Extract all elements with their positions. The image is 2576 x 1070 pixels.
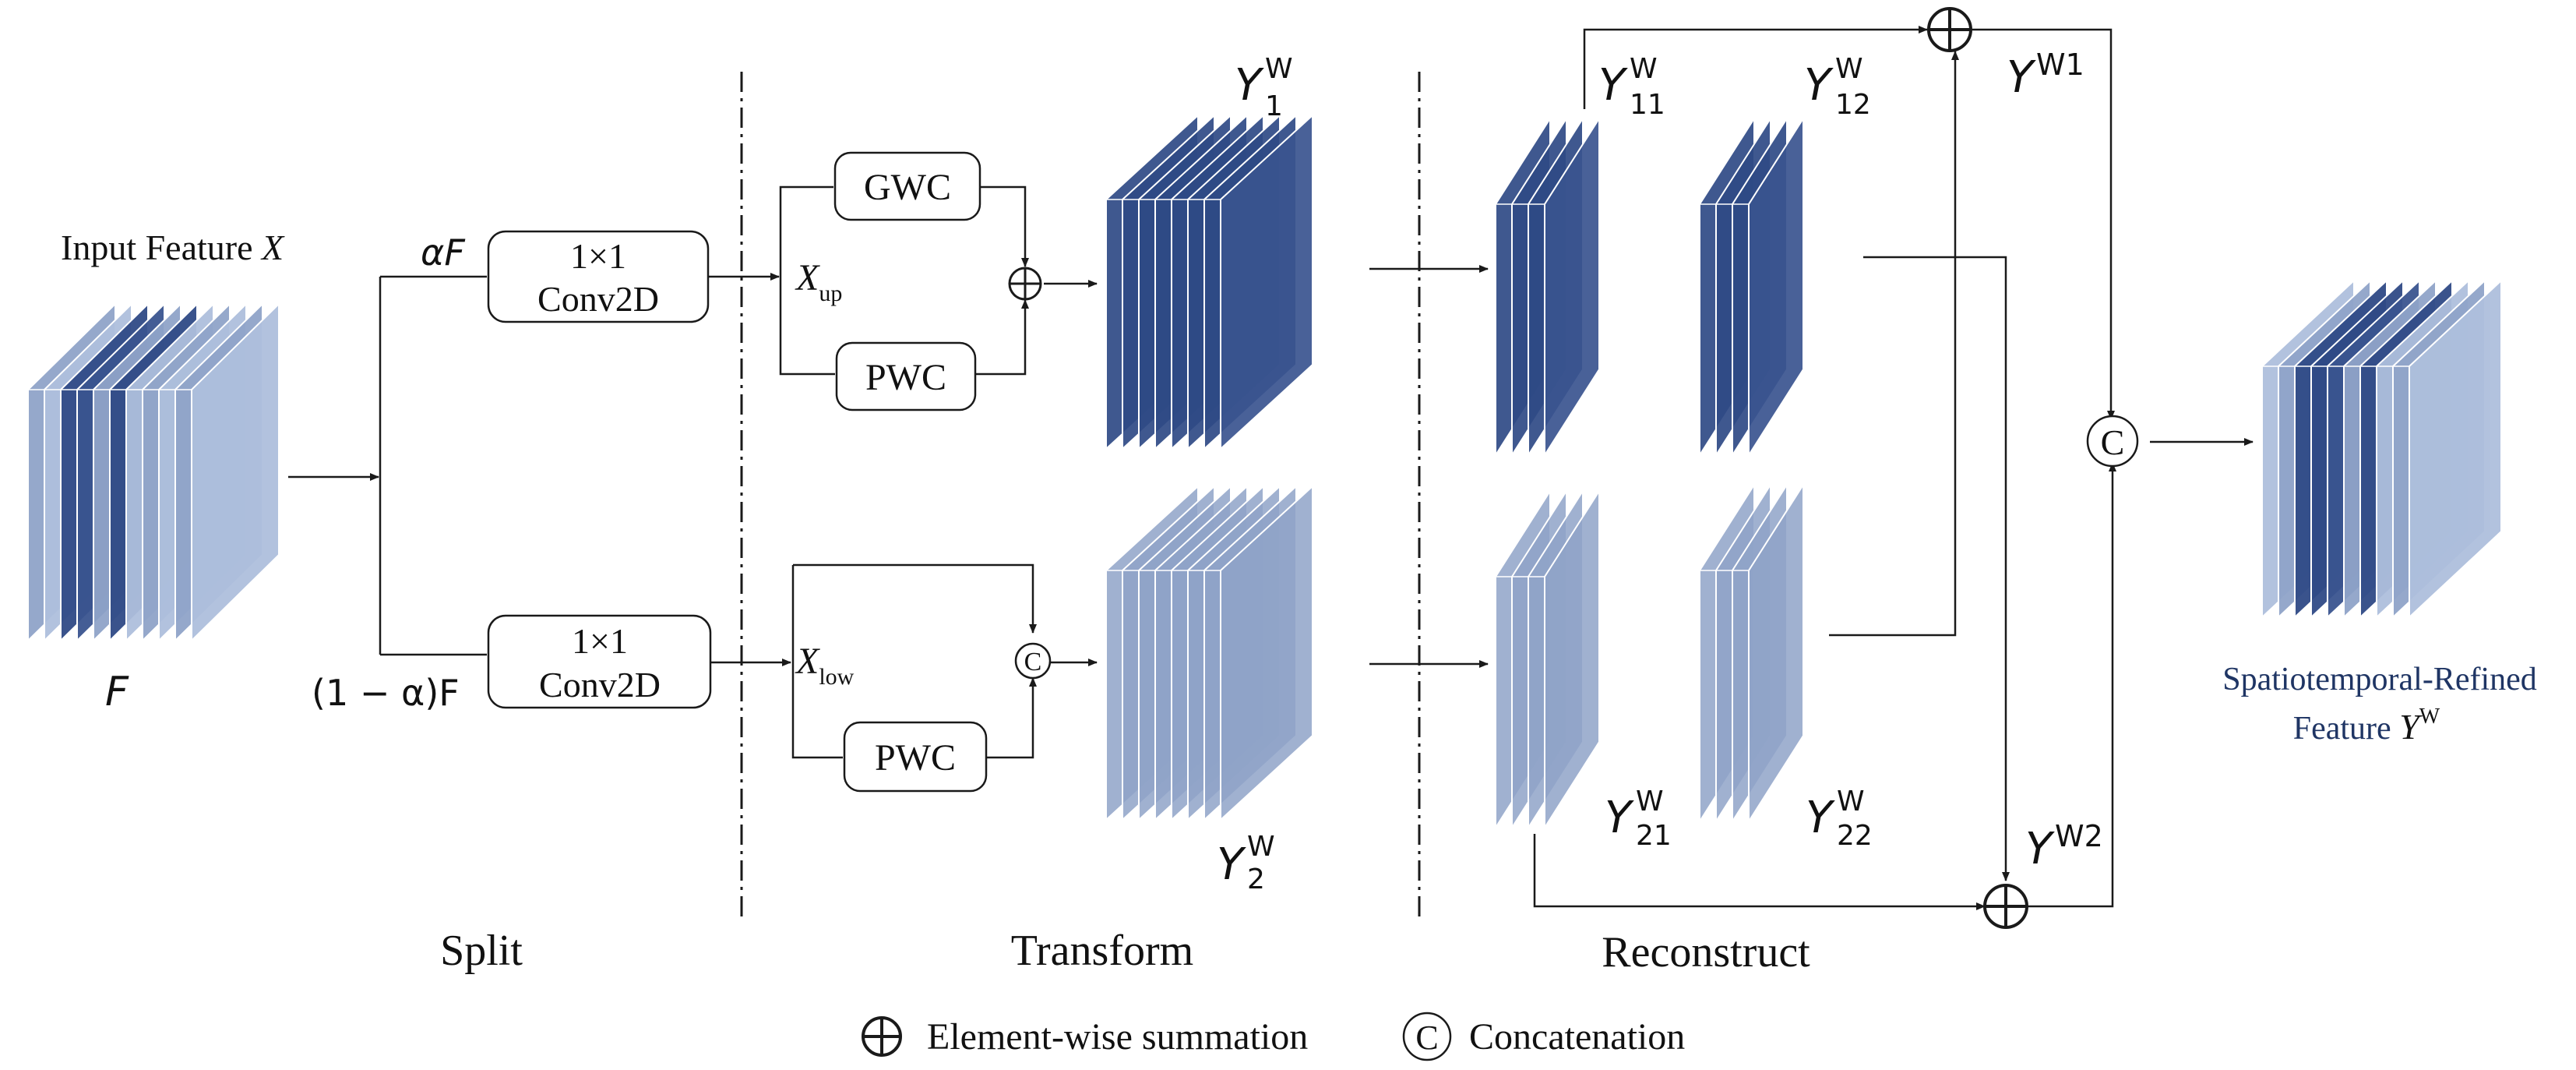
concat-icon: C <box>2086 415 2139 468</box>
x-up-label: Xup <box>795 257 842 306</box>
one-minus-alpha-label: (1 − α)F <box>312 672 460 714</box>
feature-slice-top <box>1494 118 1601 205</box>
section-title-transform: Transform <box>1011 927 1193 975</box>
svg-text:Conv2D: Conv2D <box>537 279 659 319</box>
svg-text:W: W <box>1837 786 1865 818</box>
y2-feature-cube <box>1105 484 1314 822</box>
feature-slice-top <box>26 303 280 390</box>
svg-text:11: 11 <box>1630 89 1665 121</box>
pwc-top-box: PWC <box>835 341 977 411</box>
sum-icon <box>1927 7 1972 52</box>
svg-text:Y: Y <box>1598 60 1628 111</box>
svg-text:12: 12 <box>1835 89 1871 121</box>
svg-text:W: W <box>1636 786 1664 818</box>
svg-text:W: W <box>1630 53 1658 85</box>
svg-text:1×1: 1×1 <box>570 236 626 276</box>
y22-feature-cube <box>1698 482 1805 825</box>
svg-text:W: W <box>1265 53 1293 85</box>
feature-slice-top <box>1698 484 1805 571</box>
svg-text:Y: Y <box>2025 824 2055 874</box>
output-caption-line2: Feature YW <box>2293 705 2440 747</box>
legend-concat-label: Concatenation <box>1469 1016 1685 1058</box>
concat-icon: C <box>1402 1012 1452 1061</box>
gwc-box: GWC <box>833 151 981 221</box>
section-title-split: Split <box>440 927 523 975</box>
svg-text:Y: Y <box>1806 793 1835 843</box>
svg-text:W1: W1 <box>2036 48 2084 82</box>
feature-slice-top <box>1698 118 1805 205</box>
y21-label: Y W 21 <box>1605 786 1672 852</box>
legend: Element-wise summation C Concatenation <box>862 1012 1685 1061</box>
yw2-label: Y W2 <box>2025 819 2103 874</box>
pwc-bottom-box: PWC <box>843 721 988 793</box>
sum-icon <box>862 1016 902 1057</box>
svg-text:W: W <box>1835 53 1863 85</box>
feature-slice-top <box>2261 280 2503 367</box>
svg-text:GWC: GWC <box>864 167 951 208</box>
y11-feature-cube <box>1494 115 1601 458</box>
svg-text:1×1: 1×1 <box>572 621 628 661</box>
feature-slice-top <box>1494 490 1601 577</box>
svg-text:Y: Y <box>1804 60 1834 111</box>
sum-icon <box>1983 884 2028 929</box>
input-cube-label: F <box>105 669 129 715</box>
svg-text:C: C <box>1024 648 1042 676</box>
input-feature-caption: Input Feature X <box>61 228 285 267</box>
y2-label: Y W 2 <box>1217 831 1275 895</box>
svg-text:Y: Y <box>2007 52 2036 103</box>
x-low-label: Xlow <box>795 641 855 690</box>
yw1-label: Y W1 <box>2007 48 2084 103</box>
conv2d-top-box: 1×1 Conv2D <box>487 230 710 323</box>
output-caption-line1: Spatiotemporal-Refined <box>2222 662 2537 697</box>
alpha-label: αF <box>421 231 465 274</box>
svg-text:W2: W2 <box>2055 819 2103 853</box>
svg-text:1: 1 <box>1265 90 1283 122</box>
svg-text:Y: Y <box>1235 60 1264 111</box>
input-feature-cube <box>26 302 280 643</box>
feature-slice-top <box>1105 115 1314 200</box>
output-feature-cube <box>2261 278 2503 620</box>
y1-label: Y W 1 <box>1235 53 1293 122</box>
svg-text:PWC: PWC <box>865 357 946 398</box>
feature-slice-top <box>1105 486 1314 571</box>
y1-feature-cube <box>1105 113 1314 451</box>
svg-text:22: 22 <box>1837 820 1873 852</box>
svg-text:C: C <box>2101 422 2125 462</box>
svg-text:PWC: PWC <box>875 737 956 779</box>
svg-text:C: C <box>1415 1019 1438 1057</box>
connectors <box>288 26 2254 910</box>
concat-icon: C <box>1014 642 1052 680</box>
section-title-reconstruct: Reconstruct <box>1602 928 1810 976</box>
svg-text:Y: Y <box>1605 793 1634 843</box>
svg-text:W: W <box>1247 831 1275 863</box>
svg-text:Conv2D: Conv2D <box>539 665 661 705</box>
y11-label: Y W 11 <box>1598 53 1665 121</box>
svg-text:Y: Y <box>1217 839 1246 890</box>
svg-text:21: 21 <box>1636 820 1672 852</box>
conv2d-bottom-box: 1×1 Conv2D <box>487 614 712 709</box>
sum-icon <box>1008 267 1042 301</box>
y12-label: Y W 12 <box>1804 53 1871 121</box>
legend-sum-label: Element-wise summation <box>927 1016 1308 1058</box>
y12-feature-cube <box>1698 115 1805 458</box>
svg-text:2: 2 <box>1247 863 1265 895</box>
y22-label: Y W 22 <box>1806 786 1873 852</box>
y21-feature-cube <box>1494 488 1601 831</box>
